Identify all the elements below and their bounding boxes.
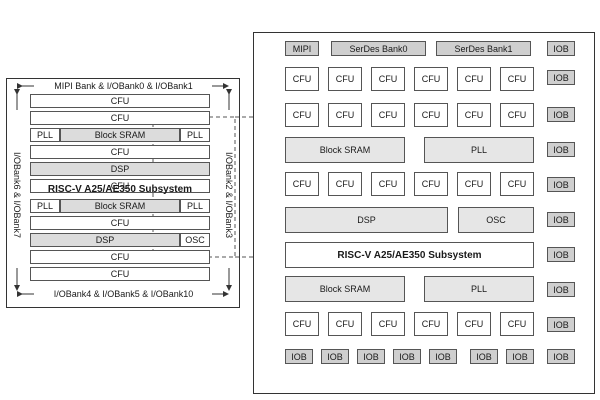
dsp-row-2: DSP <box>30 233 180 247</box>
bottom-io-label: I/OBank4 & I/OBank5 & I/OBank10 <box>53 289 194 299</box>
cfu-row-6: CFU <box>30 250 210 264</box>
block-sram-zoom-1: Block SRAM <box>285 137 405 163</box>
osc-zoom: OSC <box>458 207 534 233</box>
cfu-d-2: CFU <box>328 312 362 336</box>
risc-v-subsystem-zoom: RISC-V A25/AE350 Subsystem <box>285 242 534 268</box>
iob-bottom-2: IOB <box>321 349 349 364</box>
iob-right-7: IOB <box>547 247 575 262</box>
iob-bottom-3: IOB <box>357 349 385 364</box>
iob-bottom-4: IOB <box>393 349 421 364</box>
cfu-b-1: CFU <box>285 103 319 127</box>
iob-right-6: IOB <box>547 212 575 227</box>
cfu-c-3: CFU <box>371 172 405 196</box>
iob-right-9: IOB <box>547 317 575 332</box>
risc-v-subsystem-label: RISC-V A25/AE350 Subsystem <box>47 183 193 195</box>
cfu-c-6: CFU <box>500 172 534 196</box>
cfu-d-6: CFU <box>500 312 534 336</box>
iob-bottom-7: IOB <box>506 349 534 364</box>
iob-bottom-6: IOB <box>470 349 498 364</box>
block-sram-row-1: Block SRAM <box>60 128 180 142</box>
cfu-d-5: CFU <box>457 312 491 336</box>
iob-right-1: IOB <box>547 41 575 56</box>
left-io-label: I/OBank6 & I/OBank7 <box>12 151 22 239</box>
cfu-c-2: CFU <box>328 172 362 196</box>
cfu-c-4: CFU <box>414 172 448 196</box>
iob-bottom-5: IOB <box>429 349 457 364</box>
serdes-bank1-block: SerDes Bank1 <box>436 41 531 56</box>
iob-right-2: IOB <box>547 70 575 85</box>
iob-right-10: IOB <box>547 349 575 364</box>
top-io-label: MIPI Bank & I/OBank0 & I/OBank1 <box>54 81 193 91</box>
cfu-d-1: CFU <box>285 312 319 336</box>
cfu-a-1: CFU <box>285 67 319 91</box>
cfu-row-5: CFU <box>30 216 210 230</box>
cfu-row-4: CFU <box>30 179 210 193</box>
iob-right-3: IOB <box>547 107 575 122</box>
cfu-d-4: CFU <box>414 312 448 336</box>
cfu-row-7: CFU <box>30 267 210 281</box>
pll-left-2: PLL <box>30 199 60 213</box>
cfu-row-3: CFU <box>30 145 210 159</box>
cfu-b-3: CFU <box>371 103 405 127</box>
cfu-c-1: CFU <box>285 172 319 196</box>
dsp-row-1: DSP <box>30 162 210 176</box>
cfu-row-1: CFU <box>30 94 210 108</box>
osc-cell: OSC <box>180 233 210 247</box>
pll-right-1: PLL <box>180 128 210 142</box>
iob-bottom-1: IOB <box>285 349 313 364</box>
cfu-a-3: CFU <box>371 67 405 91</box>
cfu-b-5: CFU <box>457 103 491 127</box>
cfu-a-5: CFU <box>457 67 491 91</box>
cfu-a-4: CFU <box>414 67 448 91</box>
pll-right-2: PLL <box>180 199 210 213</box>
cfu-b-6: CFU <box>500 103 534 127</box>
right-io-label: I/OBank2 & I/OBank3 <box>224 151 234 239</box>
pll-zoom-1: PLL <box>424 137 534 163</box>
cfu-row-2: CFU <box>30 111 210 125</box>
cfu-d-3: CFU <box>371 312 405 336</box>
pll-zoom-2: PLL <box>424 276 534 302</box>
mipi-block: MIPI <box>285 41 319 56</box>
iob-right-8: IOB <box>547 282 575 297</box>
cfu-a-2: CFU <box>328 67 362 91</box>
cfu-b-4: CFU <box>414 103 448 127</box>
iob-right-5: IOB <box>547 177 575 192</box>
cfu-a-6: CFU <box>500 67 534 91</box>
block-sram-row-2: Block SRAM <box>60 199 180 213</box>
dsp-zoom: DSP <box>285 207 448 233</box>
cfu-b-2: CFU <box>328 103 362 127</box>
iob-right-4: IOB <box>547 142 575 157</box>
pll-left-1: PLL <box>30 128 60 142</box>
serdes-bank0-block: SerDes Bank0 <box>331 41 426 56</box>
block-sram-zoom-2: Block SRAM <box>285 276 405 302</box>
cfu-c-5: CFU <box>457 172 491 196</box>
